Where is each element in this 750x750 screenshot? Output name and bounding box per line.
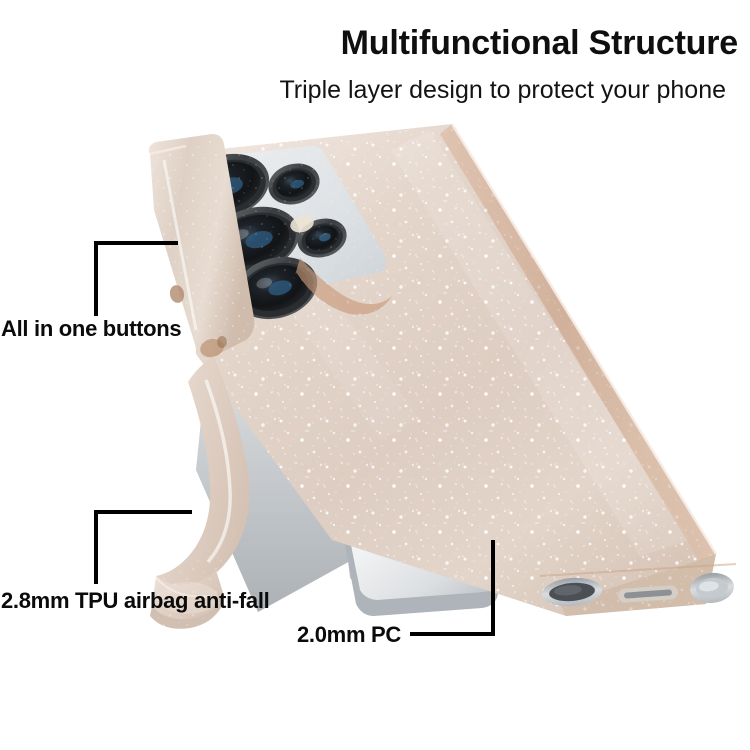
callout-label-tpu-airbag: 2.8mm TPU airbag anti-fall bbox=[1, 588, 270, 613]
callout-label-all-in-one-buttons: All in one buttons bbox=[1, 316, 182, 341]
camera-lens bbox=[268, 163, 320, 205]
heading-block: Multifunctional Structure Triple layer d… bbox=[0, 22, 738, 107]
pc-layer-slab bbox=[196, 300, 502, 616]
bottom-cutouts bbox=[539, 563, 737, 607]
s-pen-slot bbox=[690, 572, 734, 604]
callout-label-pc-layer: 2.0mm PC bbox=[297, 622, 401, 647]
page-title: Multifunctional Structure bbox=[340, 24, 739, 62]
leader-line-buttons bbox=[94, 241, 178, 316]
speaker-grille bbox=[542, 577, 602, 607]
usb-c-port bbox=[618, 585, 678, 603]
leader-line-pc bbox=[410, 540, 495, 636]
leader-line-tpu bbox=[94, 510, 192, 584]
case-body bbox=[190, 123, 718, 616]
camera-flash bbox=[297, 218, 347, 258]
page-subtitle: Triple layer design to protect your phon… bbox=[279, 76, 726, 104]
camera-sensor bbox=[290, 215, 314, 233]
camera-lens bbox=[208, 206, 300, 274]
side-button bbox=[217, 336, 227, 348]
camera-lens bbox=[182, 153, 270, 219]
side-button bbox=[200, 338, 224, 358]
camera-module bbox=[182, 146, 392, 320]
camera-lens bbox=[234, 256, 318, 320]
side-button bbox=[169, 285, 185, 303]
